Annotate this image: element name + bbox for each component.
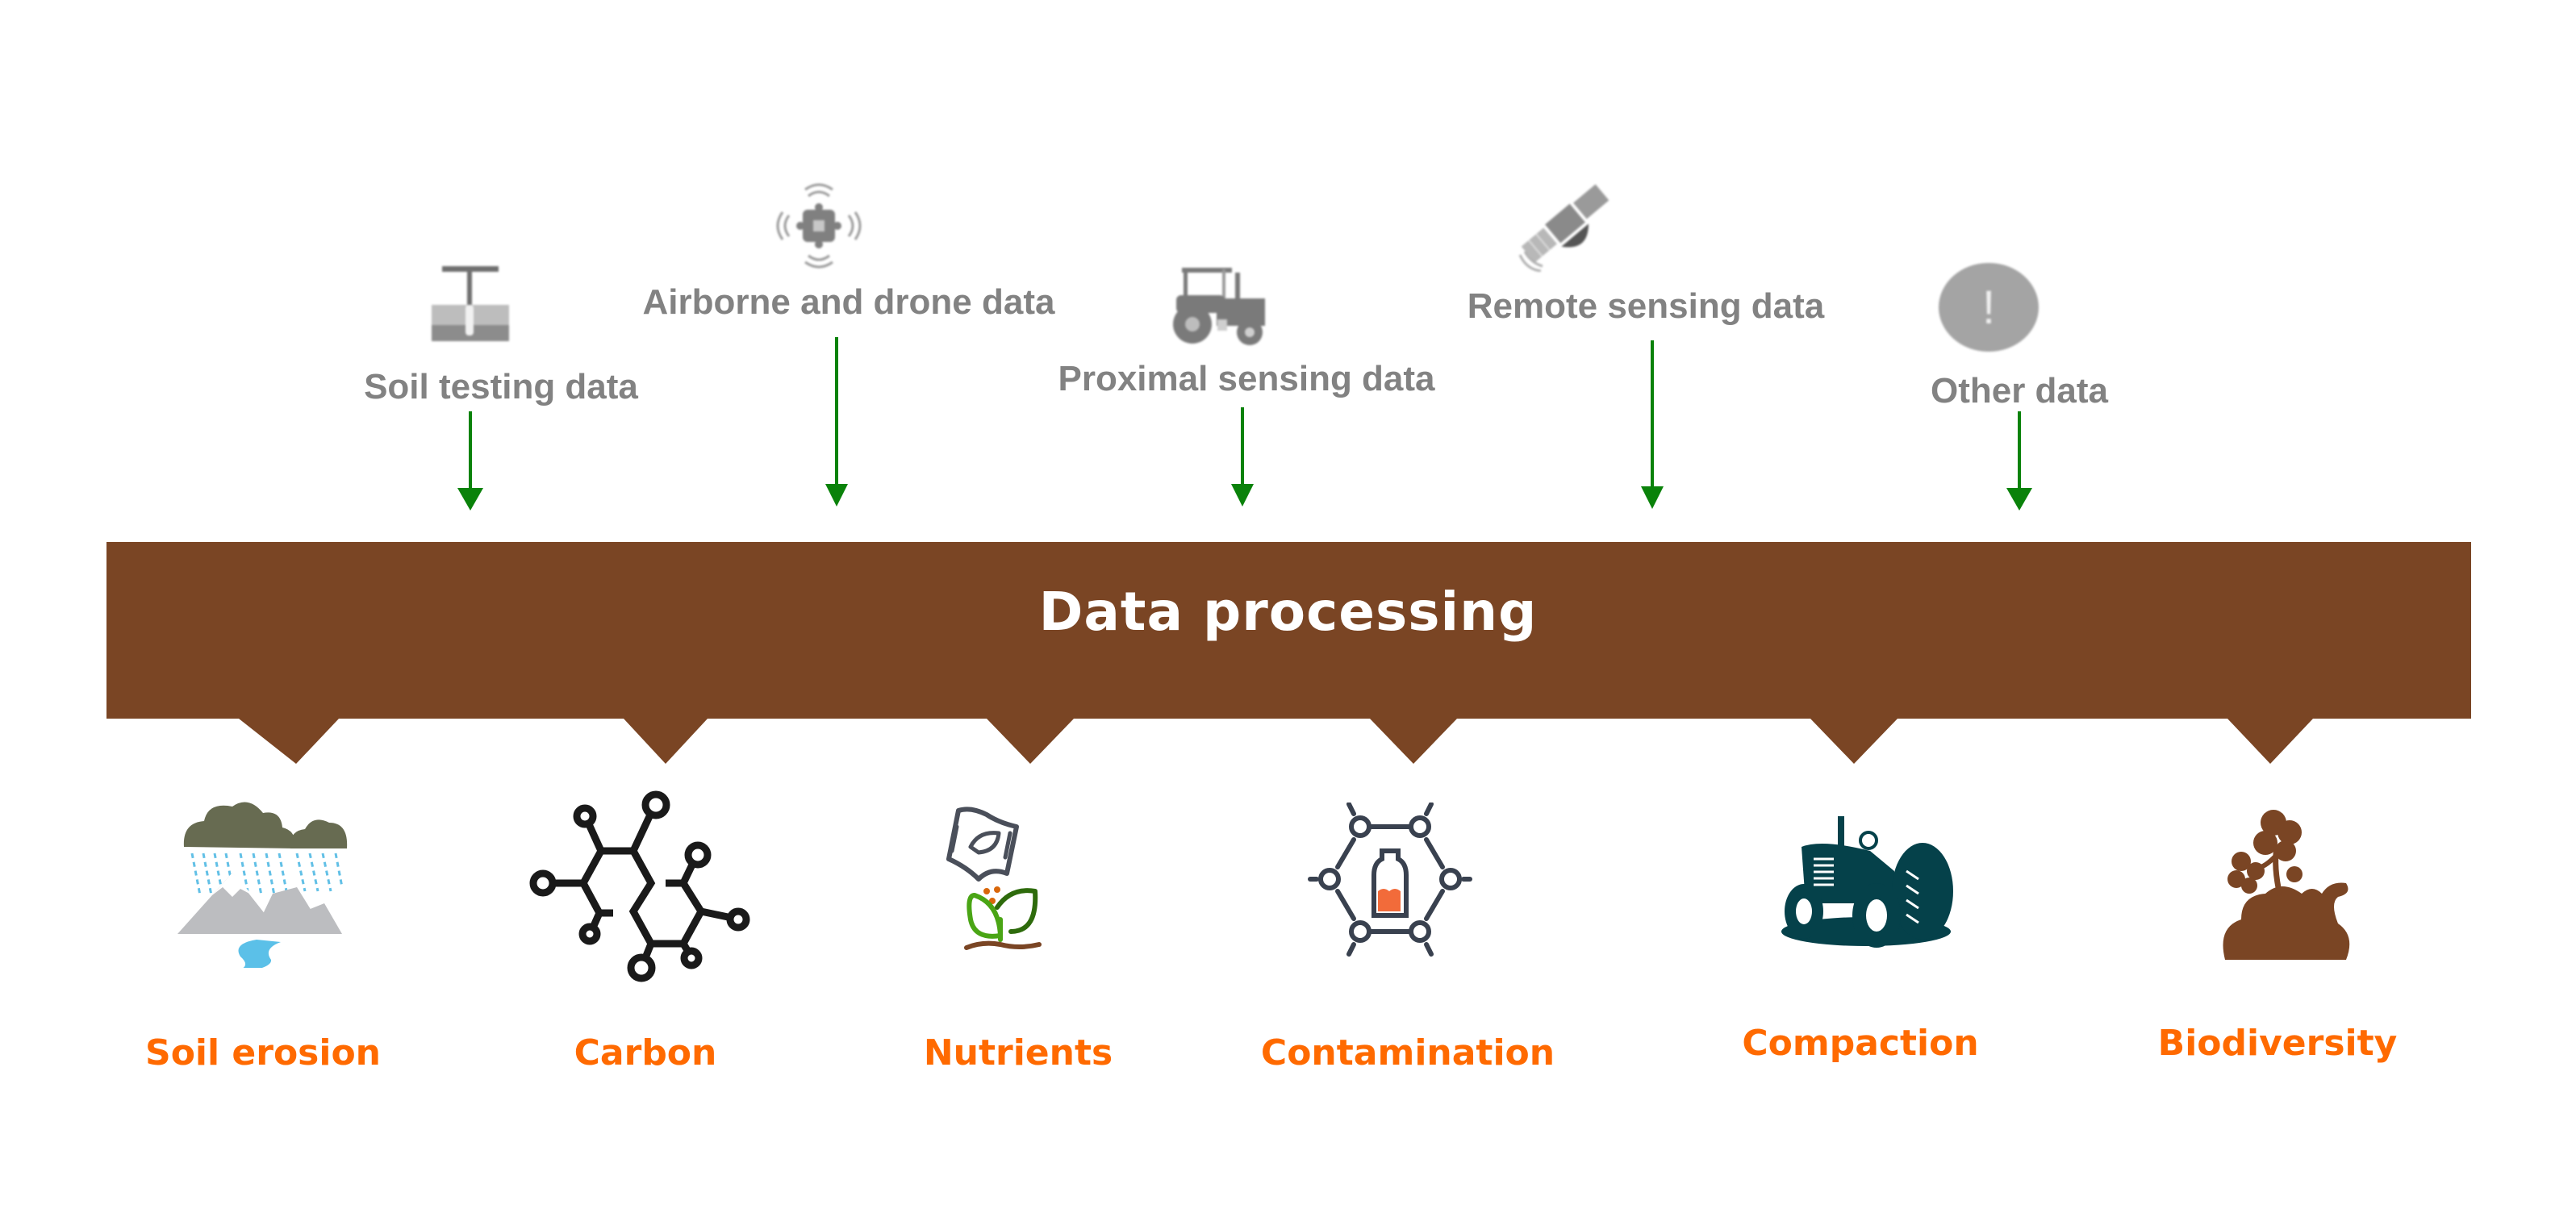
output-label-soil-erosion: Soil erosion [145,1032,381,1074]
arrow-remote-sensing [1641,340,1664,509]
fertilizer-plant-icon [942,803,1071,960]
arrow-proximal-sensing [1231,407,1254,507]
output-label-compaction: Compaction [1742,1023,1979,1064]
satellite-icon [1517,179,1614,276]
arrow-airborne-drone [825,337,848,507]
exclamation-glyph: ! [1982,281,1995,334]
tractor-icon [1172,266,1269,351]
arrows-layer [457,337,2032,511]
output-label-carbon: Carbon [574,1032,717,1074]
drone-icon [774,181,863,274]
source-label-airborne-drone: Airborne and drone data [642,282,1055,322]
vintage-tractor-icon [1773,815,1959,956]
carbon-molecule-icon [520,790,754,988]
soil-plant-icon [2217,807,2354,972]
source-label-other: Other data [1930,371,2109,411]
source-label-soil-testing: Soil testing data [364,367,638,406]
arrow-soil-testing [457,411,483,511]
source-label-remote-sensing: Remote sensing data [1467,286,1825,326]
page-title: Data processing [1038,581,1538,643]
chemical-bottle-icon [1305,802,1491,968]
soil-probe-icon [430,265,511,349]
output-label-biodiversity: Biodiversity [2157,1023,2398,1064]
source-label-proximal-sensing: Proximal sensing data [1058,359,1435,398]
arrow-other [2006,411,2032,511]
exclamation-circle-icon: ! [1938,262,2040,356]
output-label-contamination: Contamination [1260,1032,1555,1074]
rain-mountain-river-icon [176,798,353,976]
output-label-nutrients: Nutrients [923,1032,1113,1074]
